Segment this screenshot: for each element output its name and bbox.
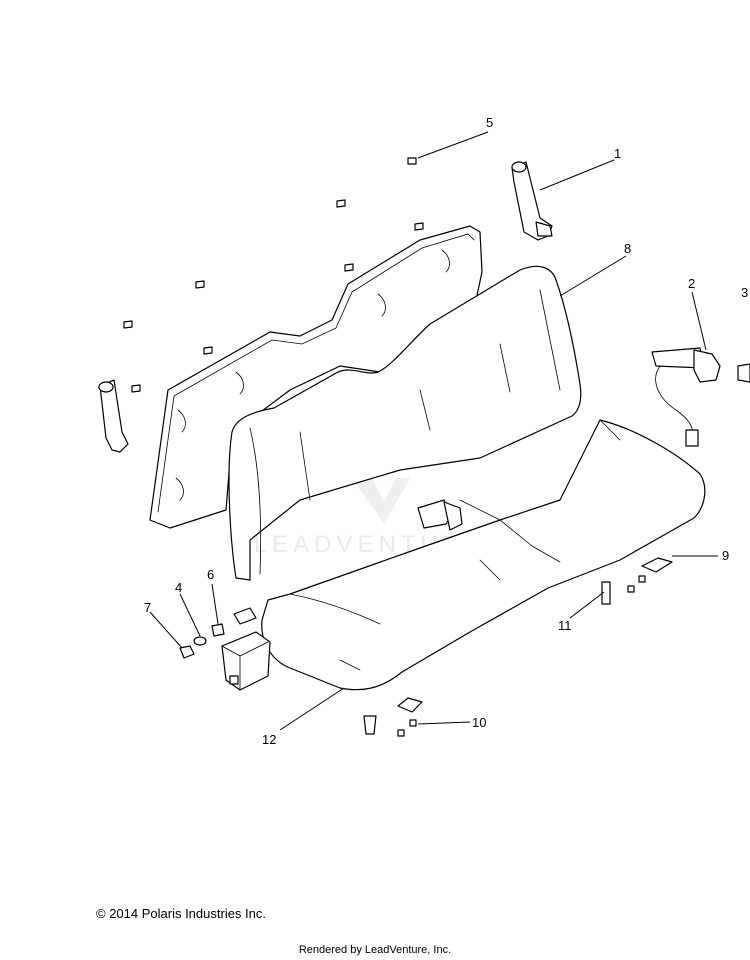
part-11-stud <box>363 581 611 735</box>
part-10-bracket <box>397 697 423 713</box>
part-5-screws <box>123 157 646 737</box>
callout-6: 6 <box>207 567 214 582</box>
part-7-nut <box>179 645 195 659</box>
center-buckle <box>417 499 463 531</box>
callout-4: 4 <box>175 580 182 595</box>
callout-8: 8 <box>624 241 631 256</box>
callout-12: 12 <box>262 732 276 747</box>
callout-7: 7 <box>144 600 151 615</box>
callout-10: 10 <box>472 715 486 730</box>
callout-2: 2 <box>688 276 695 291</box>
part-8-backrest <box>228 265 582 581</box>
callout-5: 5 <box>486 115 493 130</box>
part-6-bolt <box>211 623 225 637</box>
part-4-washer <box>193 636 207 646</box>
part-12-seat-cushion <box>261 419 706 691</box>
copyright-notice: © 2014 Polaris Industries Inc. <box>96 906 266 921</box>
part-9-bracket <box>641 557 673 573</box>
footer-rendered-by: Rendered by LeadVenture, Inc. <box>298 944 452 956</box>
part-1-belt-retractor <box>511 161 553 241</box>
callout-1: 1 <box>614 146 621 161</box>
leader-lines <box>149 131 718 731</box>
callout-9: 9 <box>722 548 729 563</box>
part-6-retractor-left <box>98 379 129 453</box>
callout-3: 3 <box>741 285 748 300</box>
part-2-belt-buckle <box>651 347 721 447</box>
part-3-buckle <box>737 363 750 383</box>
callout-11: 11 <box>558 618 572 633</box>
callout-labels: 1 2 3 4 5 6 7 8 9 10 11 12 <box>144 115 748 747</box>
left-hardware <box>179 607 271 691</box>
